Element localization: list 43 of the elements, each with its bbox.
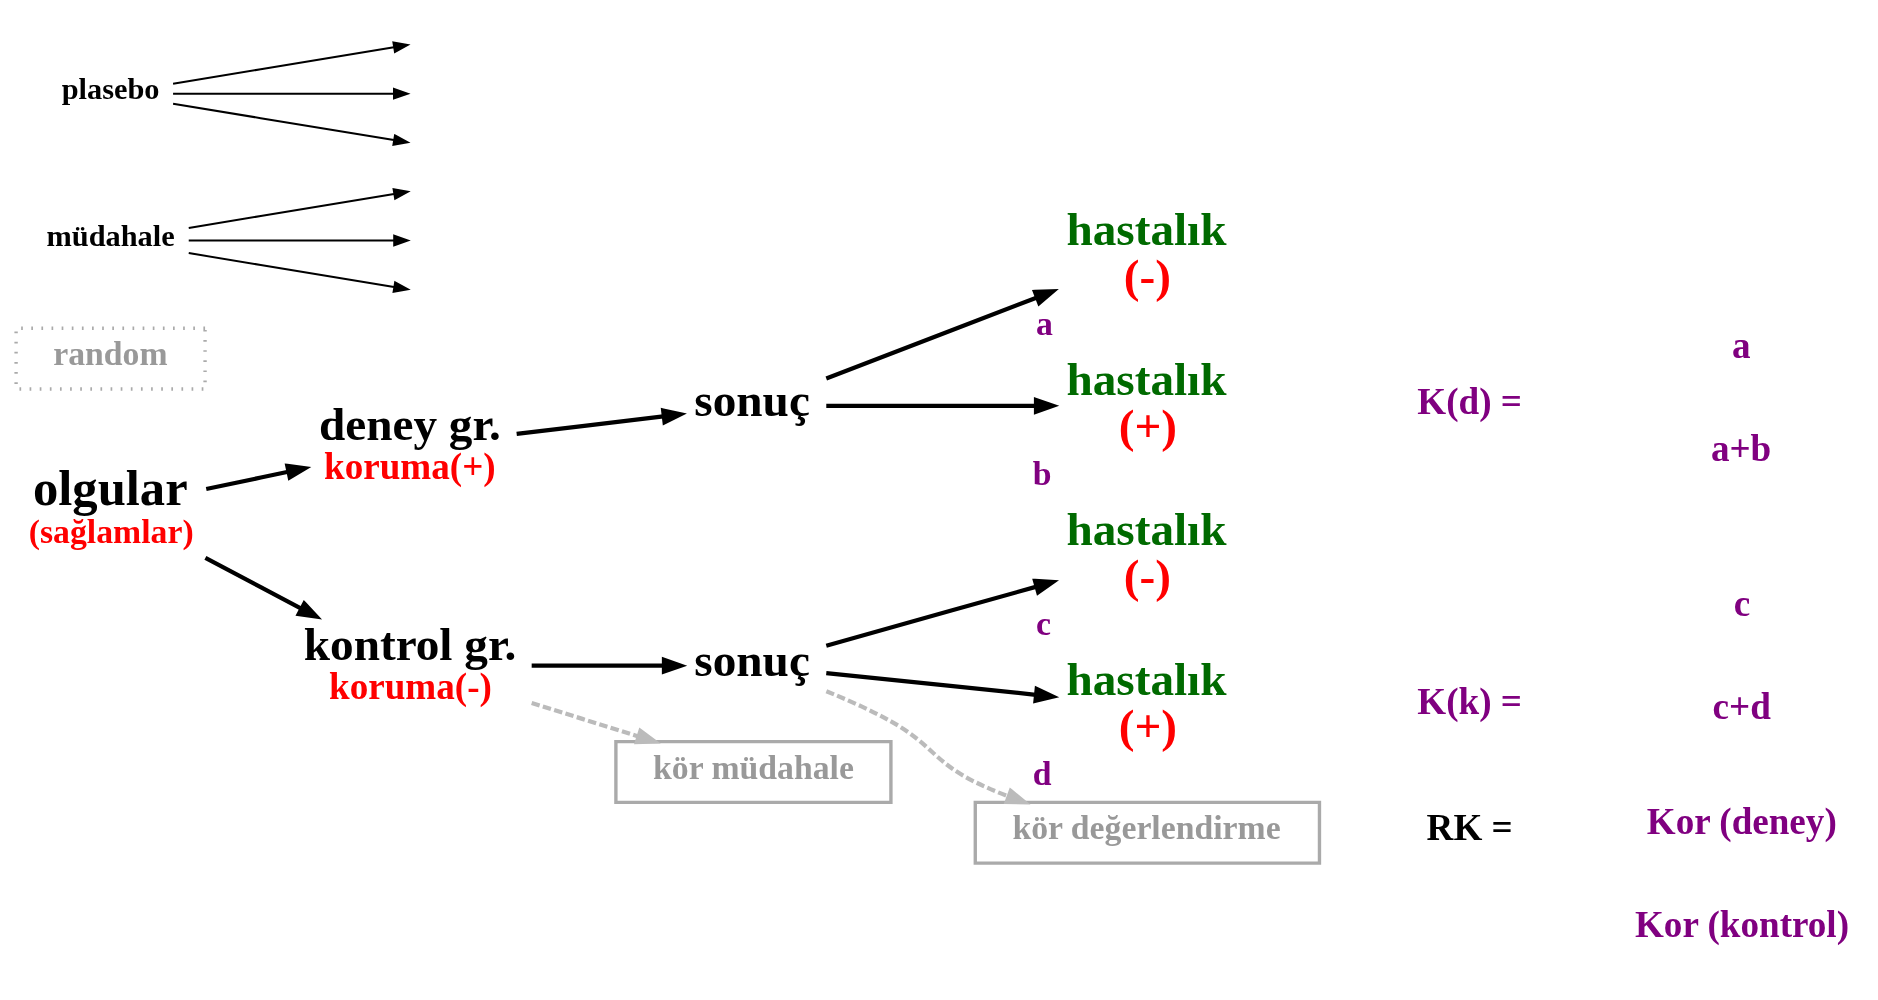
node-label: d	[1032, 754, 1052, 792]
node-box: kör müdahale	[614, 739, 893, 804]
node-text: sonuç	[694, 373, 810, 426]
label: K(d) =	[1417, 380, 1522, 422]
label: K(k) =	[1417, 680, 1522, 722]
node-text: müdahale	[46, 218, 175, 253]
arrow	[531, 656, 688, 675]
node-text: kontrol gr. koruma(-)	[303, 617, 517, 707]
arrow	[205, 462, 312, 491]
node-box: kör değerlendirme	[973, 800, 1322, 865]
arrow	[826, 670, 1060, 703]
node-text: hastalık (+)	[1066, 652, 1227, 752]
arrow	[531, 700, 661, 744]
arrow	[204, 555, 323, 620]
arrow	[825, 578, 1060, 648]
arrow	[172, 40, 411, 85]
node-text: hastalık (+)	[1066, 352, 1227, 452]
node-text: hastalık (-)	[1066, 202, 1227, 302]
label: c+d	[1712, 685, 1771, 727]
label: c	[1733, 582, 1751, 624]
arrow	[825, 288, 1059, 380]
arrow	[173, 87, 411, 100]
arrow	[825, 688, 1031, 804]
node-label: a	[1036, 304, 1053, 342]
arrow	[516, 407, 687, 436]
label: Kor (kontrol)	[1634, 903, 1850, 945]
arrow	[188, 187, 411, 229]
arrow	[826, 396, 1060, 415]
node-text: deney gr. koruma(+)	[318, 397, 501, 487]
arrow	[172, 102, 411, 146]
node-text: plasebo	[61, 71, 160, 106]
arrow	[188, 233, 411, 247]
label: a+b	[1710, 427, 1772, 469]
node-label: b	[1032, 454, 1052, 492]
node-text: hastalık (-)	[1066, 502, 1227, 602]
label: RK =	[1426, 806, 1513, 848]
label: a	[1731, 324, 1751, 366]
node-label: c	[1036, 604, 1051, 642]
node-text: sonuç	[694, 633, 810, 686]
node-text: olgular (sağlamlar)	[28, 459, 194, 550]
label: Kor (deney)	[1646, 800, 1837, 842]
node-box: random	[14, 326, 207, 391]
arrow	[188, 251, 411, 293]
